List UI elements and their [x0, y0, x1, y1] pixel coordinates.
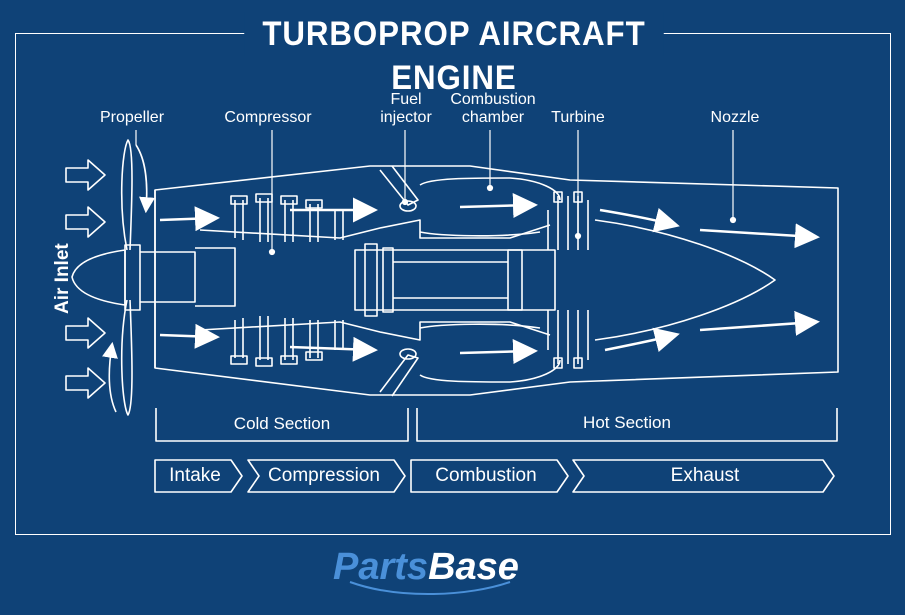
combustion-chamber-label: Combustion chamber: [450, 91, 536, 126]
leader-lines: [135, 130, 737, 256]
combustion-chamber: [419, 177, 561, 237]
flow-arrows: [159, 193, 820, 365]
propeller-label: Propeller: [99, 109, 165, 126]
compressor-label: Compressor: [224, 109, 312, 126]
stage-compression-shape: [247, 459, 406, 493]
cold-section-label: Cold Section: [233, 414, 331, 433]
nozzle-label: Nozzle: [710, 109, 760, 126]
stage-compression-label: Compression: [268, 465, 380, 486]
exhaust-cone: [594, 219, 776, 341]
logo-swoosh: [349, 581, 511, 596]
propeller-icon: [102, 139, 155, 416]
fuel-injector-label: Fuel injector: [380, 91, 432, 126]
logo-part1: Parts: [333, 546, 429, 588]
stage-intake-label: Intake: [169, 465, 221, 486]
logo-part2: Base: [428, 546, 519, 588]
nose-cone: [71, 249, 126, 306]
hot-section-bracket: [416, 408, 838, 442]
turbine-label: Turbine: [551, 109, 605, 126]
page-title: TURBOPROP AIRCRAFT ENGINE: [244, 12, 664, 97]
fuel-injector: [379, 165, 419, 397]
partsbase-logo: PartsBase: [333, 546, 573, 596]
compressor-blades: [230, 193, 344, 367]
stage-combustion-shape: [410, 459, 569, 493]
stage-exhaust-label: Exhaust: [670, 465, 740, 486]
turbine-blades: [547, 191, 589, 369]
air-inlet-label: Air Inlet: [52, 243, 73, 314]
stage-combustion-label: Combustion: [435, 465, 537, 486]
stage-intake-shape: [154, 459, 243, 493]
cold-section-bracket: [155, 408, 409, 442]
hot-section-label: Hot Section: [583, 413, 671, 432]
stage-exhaust-shape: [572, 459, 835, 493]
engine-casing: [154, 165, 839, 396]
air-inlet-arrows: [65, 159, 106, 399]
